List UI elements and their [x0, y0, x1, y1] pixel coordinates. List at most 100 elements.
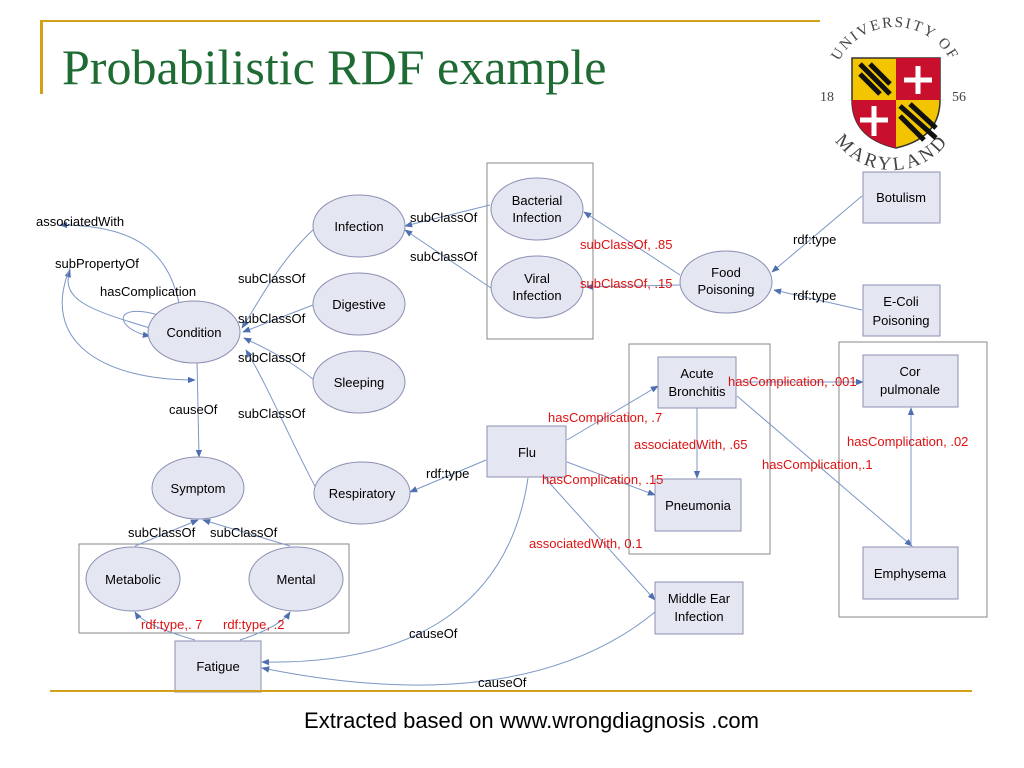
node-pneumonia: Pneumonia: [654, 478, 742, 532]
title-accent-bar: [40, 20, 43, 94]
node-fatigue: Fatigue: [174, 640, 262, 693]
label-emphysema-cor: hasComplication, .02: [847, 434, 968, 449]
node-digestive: Digestive: [312, 272, 406, 336]
complications-group-box: [628, 343, 771, 555]
node-viral-infection: Viral Infection: [490, 255, 584, 319]
logo-year-right: 56: [952, 90, 966, 105]
edge-respiratory-condition: [245, 349, 319, 493]
edge-food-viral: [585, 283, 681, 291]
title-accent-line: [43, 20, 820, 22]
label-botulism-type: rdf:type: [793, 232, 836, 247]
label-bronchitis-pneumonia: associatedWith, .65: [634, 437, 747, 452]
svg-text:Flu: Flu: [518, 445, 536, 460]
edge-fatigue-mental: [239, 611, 291, 641]
edges: [59, 195, 915, 686]
label-flu-rdf-type: rdf:type: [426, 466, 469, 481]
label-food-sub-bacterial: subClassOf, .85: [580, 237, 673, 252]
label-flu-ear: associatedWith, 0.1: [529, 536, 642, 551]
label-cause-of: causeOf: [169, 402, 218, 417]
svg-text:Middle Ear: Middle Ear: [668, 591, 731, 606]
edge-sleeping-condition: [243, 337, 315, 381]
label-flu-fatigue-cause: causeOf: [409, 626, 458, 641]
label-flu-pneumonia: hasComplication, .15: [542, 472, 663, 487]
label-rdf-type-metabolic: rdf:type,. 7: [141, 617, 202, 632]
svg-text:Infection: Infection: [512, 288, 561, 303]
university-of-maryland-logo: UNIVERSITY OF MARYLAND 18 56: [820, 15, 966, 176]
edge-flu-pneumonia: [566, 461, 656, 496]
svg-text:Sleeping: Sleeping: [334, 375, 385, 390]
node-mental: Mental: [248, 546, 344, 612]
label-sub-respiratory: subClassOf: [238, 406, 306, 421]
svg-text:Mental: Mental: [276, 572, 315, 587]
label-flu-bronchitis: hasComplication, .7: [548, 410, 662, 425]
edge-metabolic-symptom: [134, 519, 199, 547]
svg-text:Digestive: Digestive: [332, 297, 385, 312]
edge-has-complication: [122, 310, 163, 338]
edge-sub-property-loop: [61, 267, 196, 384]
label-has-complication: hasComplication: [100, 284, 196, 299]
svg-text:Infection: Infection: [512, 210, 561, 225]
label-food-sub-viral: subClassOf, .15: [580, 276, 673, 291]
logo-year-left: 18: [820, 90, 834, 105]
svg-text:Cor: Cor: [900, 364, 922, 379]
infection-group-box: [486, 162, 594, 340]
node-food-poisoning: Food Poisoning: [679, 250, 773, 314]
label-bronchitis-cor: hasComplication, .001: [728, 374, 857, 389]
svg-text:Infection: Infection: [674, 609, 723, 624]
svg-text:Bronchitis: Bronchitis: [668, 384, 726, 399]
node-botulism: Botulism: [862, 171, 941, 224]
slide-title: Probabilistic RDF example: [62, 39, 607, 95]
label-ear-fatigue-cause: causeOf: [478, 675, 527, 690]
footer-divider: [50, 690, 972, 692]
svg-text:Poisoning: Poisoning: [697, 282, 754, 297]
edge-viral-infection: [404, 229, 492, 289]
edge-fatigue-metabolic: [134, 611, 196, 641]
label-associated-with: associatedWith: [36, 214, 124, 229]
symptom-subclass-group-box: [78, 543, 350, 634]
node-symptom: Symptom: [151, 456, 245, 520]
svg-text:Symptom: Symptom: [171, 481, 226, 496]
label-ecoli-type: rdf:type: [793, 288, 836, 303]
svg-text:Poisoning: Poisoning: [872, 313, 929, 328]
svg-text:Bacterial: Bacterial: [512, 193, 563, 208]
svg-text:Respiratory: Respiratory: [329, 486, 396, 501]
label-sub-property-of: subPropertyOf: [55, 256, 139, 271]
label-sub-metabolic: subClassOf: [128, 525, 196, 540]
edge-sub-property-of: [64, 269, 151, 329]
label-sub-mental: subClassOf: [210, 525, 278, 540]
edge-bronchitis-emphysema: [736, 395, 913, 547]
label-sub-infection: subClassOf: [238, 271, 306, 286]
svg-text:Acute: Acute: [680, 366, 713, 381]
svg-text:Fatigue: Fatigue: [196, 659, 239, 674]
node-metabolic: Metabolic: [85, 546, 181, 612]
svg-text:UNIVERSITY OF: UNIVERSITY OF: [828, 15, 961, 64]
node-flu: Flu: [486, 425, 567, 478]
svg-text:Botulism: Botulism: [876, 190, 926, 205]
edge-condition-symptom: [195, 359, 203, 458]
edge-flu-bronchitis: [566, 385, 659, 441]
node-emphysema: Emphysema: [862, 546, 959, 600]
maryland-shield-icon: [851, 57, 941, 149]
node-e-coli-poisoning: E-Coli Poisoning: [862, 284, 941, 337]
label-sub-digestive: subClassOf: [238, 311, 306, 326]
label-sub-sleeping: subClassOf: [238, 350, 306, 365]
edge-flu-respiratory: [409, 459, 487, 493]
node-sleeping: Sleeping: [312, 350, 406, 414]
edge-infection-condition: [241, 227, 316, 329]
node-respiratory: Respiratory: [313, 461, 411, 525]
label-bronchitis-emphysema: hasComplication,.1: [762, 457, 873, 472]
edge-flu-ear: [544, 477, 656, 601]
edge-ecoli-food: [773, 288, 863, 311]
node-middle-ear-infection: Middle Ear Infection: [654, 581, 744, 635]
edge-bacterial-infection: [404, 204, 491, 228]
svg-text:Metabolic: Metabolic: [105, 572, 161, 587]
node-acute-bronchitis: Acute Bronchitis: [657, 356, 737, 409]
edge-food-bacterial: [583, 211, 681, 276]
svg-text:Emphysema: Emphysema: [874, 566, 947, 581]
svg-text:Viral: Viral: [524, 271, 550, 286]
svg-text:pulmonale: pulmonale: [880, 382, 940, 397]
node-bacterial-infection: Bacterial Infection: [490, 177, 584, 241]
node-cor-pulmonale: Cor pulmonale: [862, 354, 959, 408]
edge-botulism-food: [771, 195, 863, 273]
